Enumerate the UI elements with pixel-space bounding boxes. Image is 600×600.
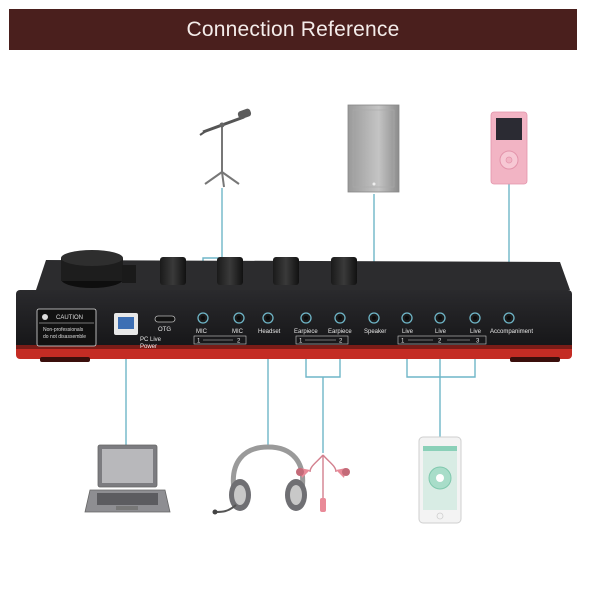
caution-line-2: do not disassemble bbox=[43, 334, 86, 340]
svg-text:2: 2 bbox=[237, 339, 241, 345]
svg-text:2: 2 bbox=[438, 339, 442, 345]
earpiece-2-label: Earpiece bbox=[328, 329, 352, 335]
headset-label: Headset bbox=[258, 329, 281, 335]
audio-interface: CAUTION Non-professionals do not disasse… bbox=[16, 250, 572, 362]
mic-1-label: MIC bbox=[196, 329, 208, 335]
svg-text:1: 1 bbox=[299, 339, 303, 345]
usb-label-2: Power bbox=[140, 344, 157, 350]
live-3-label: Live bbox=[470, 329, 482, 335]
svg-text:3: 3 bbox=[476, 339, 480, 345]
knob-3[interactable] bbox=[273, 257, 299, 285]
laptop-icon bbox=[84, 444, 171, 513]
knob-1[interactable] bbox=[160, 257, 186, 285]
knob-4[interactable] bbox=[331, 257, 357, 285]
svg-text:1: 1 bbox=[197, 339, 201, 345]
page-title: Connection Reference bbox=[186, 18, 400, 41]
smartphone-icon bbox=[418, 436, 462, 524]
headphones-icon bbox=[212, 444, 307, 515]
live-1-label: Live bbox=[402, 329, 414, 335]
svg-text:1: 1 bbox=[401, 339, 405, 345]
caution-line-1: Non-professionals bbox=[43, 327, 84, 333]
header-banner: Connection Reference bbox=[9, 9, 577, 50]
svg-text:2: 2 bbox=[339, 339, 343, 345]
usb-label-1: PC Live bbox=[140, 337, 162, 343]
caution-label: CAUTION Non-professionals do not disasse… bbox=[36, 308, 97, 347]
otg-label: OTG bbox=[158, 327, 171, 333]
mic-2-label: MIC bbox=[232, 329, 244, 335]
caution-heading: CAUTION bbox=[56, 315, 83, 321]
accompaniment-label: Accompaniment bbox=[490, 329, 533, 335]
channel-numbers: 1 2 1 2 1 2 3 bbox=[193, 335, 487, 345]
earphones-icon bbox=[296, 454, 350, 512]
speaker-icon bbox=[347, 104, 400, 193]
knobs[interactable] bbox=[160, 257, 357, 285]
earpiece-1-label: Earpiece bbox=[294, 329, 318, 335]
microphone-icon bbox=[199, 108, 252, 188]
port-labels: MIC MIC Headset Earpiece Earpiece Speake… bbox=[196, 329, 533, 335]
usb-port[interactable]: PC Live Power bbox=[114, 313, 162, 350]
otg-port[interactable]: OTG bbox=[154, 315, 176, 333]
live-2-label: Live bbox=[435, 329, 447, 335]
knob-2[interactable] bbox=[217, 257, 243, 285]
mp3-player-icon bbox=[490, 111, 528, 185]
speaker-label: Speaker bbox=[364, 329, 386, 335]
